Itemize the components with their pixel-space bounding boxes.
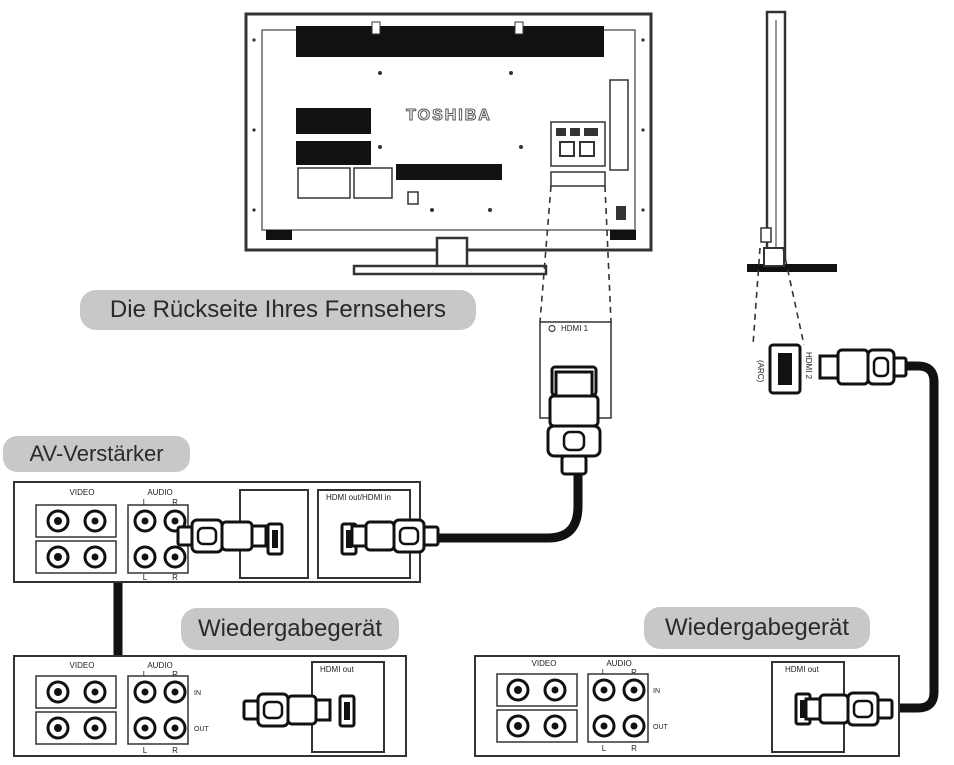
svg-text:R: R bbox=[631, 668, 637, 677]
svg-text:R: R bbox=[172, 573, 178, 582]
tv-top-vent bbox=[296, 26, 604, 57]
player2-hdmi-label: HDMI out bbox=[785, 665, 820, 674]
hdmi-connector-tv2 bbox=[818, 348, 908, 386]
player1-caption: Wiedergabegerät bbox=[181, 608, 399, 650]
svg-text:AUDIO: AUDIO bbox=[606, 659, 631, 668]
hdmi-connector-tv1 bbox=[546, 370, 602, 476]
svg-text:L: L bbox=[602, 744, 607, 753]
svg-text:AUDIO: AUDIO bbox=[147, 661, 172, 670]
player1-panel: VIDEO AUDIO L R IN OUT L R HDMI out bbox=[13, 655, 407, 757]
svg-text:R: R bbox=[172, 670, 178, 679]
cable-tv-to-player2 bbox=[895, 361, 939, 713]
amplifier-caption: AV-Verstärker bbox=[3, 436, 190, 472]
tv-side-stand bbox=[747, 264, 837, 272]
tv-label-block-1 bbox=[296, 108, 371, 134]
hdmi-connector-amp-out bbox=[176, 518, 268, 554]
amp-hdmi-label: HDMI out/HDMI in bbox=[326, 493, 391, 502]
svg-text:L: L bbox=[143, 746, 148, 755]
amp-audio-label: AUDIO bbox=[147, 488, 172, 497]
player2-caption: Wiedergabegerät bbox=[644, 607, 870, 649]
svg-text:OUT: OUT bbox=[194, 726, 210, 733]
svg-text:L: L bbox=[602, 668, 607, 677]
svg-text:R: R bbox=[631, 744, 637, 753]
hdmi-connector-amp-in bbox=[350, 518, 440, 554]
tv-hdmi-port-strip bbox=[550, 171, 606, 187]
tv-rear: TOSHIBA bbox=[244, 12, 653, 276]
tv-stand-base bbox=[352, 264, 548, 276]
tv-hdmi2-label: HDMI 2 bbox=[804, 352, 813, 380]
svg-text:R: R bbox=[172, 498, 178, 507]
svg-text:OUT: OUT bbox=[653, 724, 669, 731]
amp-video-label: VIDEO bbox=[70, 488, 95, 497]
tv-hdmi2-callout: (ARC) HDMI 2 bbox=[756, 343, 813, 395]
tv-hdmi1-label: HDMI 1 bbox=[561, 324, 589, 333]
svg-text:L: L bbox=[143, 498, 148, 507]
tv-mid-vent bbox=[396, 164, 502, 180]
player1-hdmi-label: HDMI out bbox=[320, 665, 355, 674]
svg-text:R: R bbox=[172, 746, 178, 755]
zoom-lines bbox=[539, 185, 805, 346]
tv-side-view bbox=[747, 10, 837, 272]
hdmi-connector-player1 bbox=[242, 692, 332, 728]
svg-text:IN: IN bbox=[653, 688, 660, 695]
svg-text:L: L bbox=[143, 573, 148, 582]
tv-side-port-label: (ARC) bbox=[756, 360, 765, 383]
brand-logo: TOSHIBA bbox=[406, 107, 492, 124]
svg-text:IN: IN bbox=[194, 690, 201, 697]
tv-label-block-2 bbox=[296, 141, 371, 165]
hdmi-connector-player2 bbox=[804, 691, 894, 727]
svg-text:VIDEO: VIDEO bbox=[70, 661, 95, 670]
tv-side-port bbox=[760, 227, 772, 243]
tv-rear-caption: Die Rückseite Ihres Fernsehers bbox=[80, 290, 476, 330]
svg-text:VIDEO: VIDEO bbox=[532, 659, 557, 668]
svg-text:L: L bbox=[143, 670, 148, 679]
cable-tv-to-amp bbox=[433, 465, 583, 543]
